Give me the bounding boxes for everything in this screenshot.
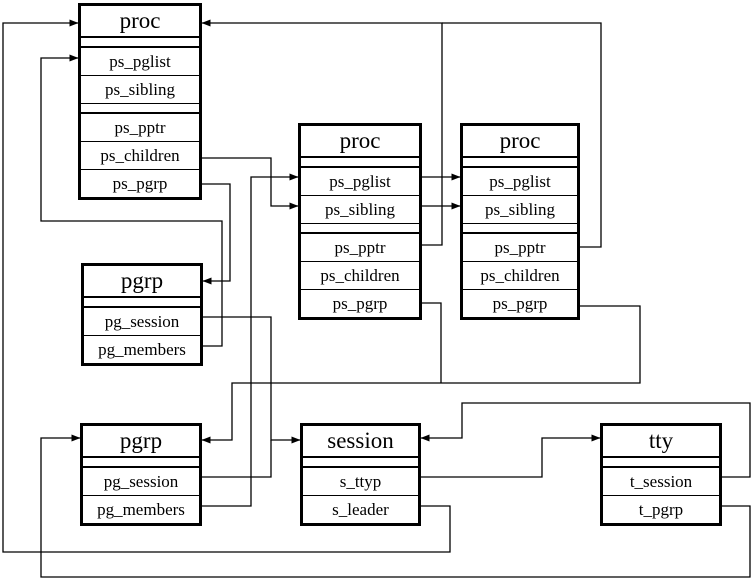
proc-top-field-ps_children: ps_children [81,142,199,170]
edge-ps_pgrp-top-to-pgrp-top [202,183,231,285]
proc-middle-field-ps_pgrp: ps_pgrp [332,294,388,313]
proc-top-field-ps_pptr: ps_pptr [81,114,199,142]
proc-right-title: proc [463,126,577,158]
proc-top-field-ps_sibling: ps_sibling [81,76,199,104]
pgrp-bottom-field-pg_session: pg_session [83,468,199,496]
proc-right-field-ps_pptr: ps_pptr [463,234,577,262]
pgrp-top-box: pgrp pg_session pg_members [81,263,203,366]
proc-right-separator [463,224,577,234]
edge-pg_session-bottom-join [202,440,272,478]
edge-s_ttyp-to-tty [421,434,601,478]
proc-middle-title: proc [301,126,419,158]
proc-right-field-ps_sibling: ps_sibling [463,196,577,224]
proc-middle-field-ps_children: ps_children [301,262,419,290]
session-title: session [303,426,418,458]
proc-top-field-ps_pglist: ps_pglist [81,48,199,76]
proc-middle-field-ps_sibling: ps_sibling [301,196,419,224]
proc-top-field-ps_pgrp: ps_pgrp [112,174,168,193]
pgrp-bottom-separator [83,458,199,468]
pgrp-bottom-box: pgrp pg_session pg_members [80,423,202,526]
proc-top-separator [81,104,199,114]
tty-box: tty t_session t_pgrp [600,423,722,526]
edge-t_session-to-session [420,402,751,478]
pgrp-bottom-title: pgrp [83,426,199,458]
proc-middle-field-ps_pptr: ps_pptr [301,234,419,262]
pgrp-top-field-pg_members: pg_members [98,340,186,359]
proc-middle-separator [301,158,419,168]
session-field-s_ttyp: s_ttyp [303,468,418,496]
edge-ps_pgrp-middle-join [422,302,442,383]
proc-right-field-ps_children: ps_children [463,262,577,290]
edge-ps_pptr-right-join [442,22,602,248]
pgrp-top-field-pg_session: pg_session [84,308,200,336]
proc-middle-separator [301,224,419,234]
edge-pg_members-bottom-to-ps_pglist-middle [202,173,299,507]
proc-right-separator [463,158,577,168]
edge-s_leader-to-proc-top [2,19,451,553]
session-box: session s_ttyp s_leader [300,423,421,526]
pgrp-top-separator [84,298,200,308]
pgrp-bottom-field-pg_members: pg_members [97,500,185,519]
tty-separator [603,458,719,468]
tty-field-t_pgrp: t_pgrp [638,500,684,519]
edge-ps_children-top-to-ps_sibling-middle [202,157,299,210]
edge-ps_pptr-middle-to-proc-top [201,19,443,246]
edge-pg_members-top-to-ps_pglist-top [40,54,223,347]
edge-t_pgrp-to-pgrp-bottom [40,434,751,578]
proc-right-field-ps_pglist: ps_pglist [463,168,577,196]
edge-ps_pgrp-right-to-pgrp-bottom [201,305,641,444]
proc-top-separator [81,38,199,48]
proc-middle-field-ps_pglist: ps_pglist [301,168,419,196]
session-separator [303,458,418,468]
pgrp-top-title: pgrp [84,266,200,298]
edge-pg_session-top-to-session [203,316,301,444]
proc-top-title: proc [81,6,199,38]
proc-right-field-ps_pgrp: ps_pgrp [492,294,548,313]
session-field-s_leader: s_leader [332,500,389,519]
tty-field-t_session: t_session [603,468,719,496]
tty-title: tty [603,426,719,458]
